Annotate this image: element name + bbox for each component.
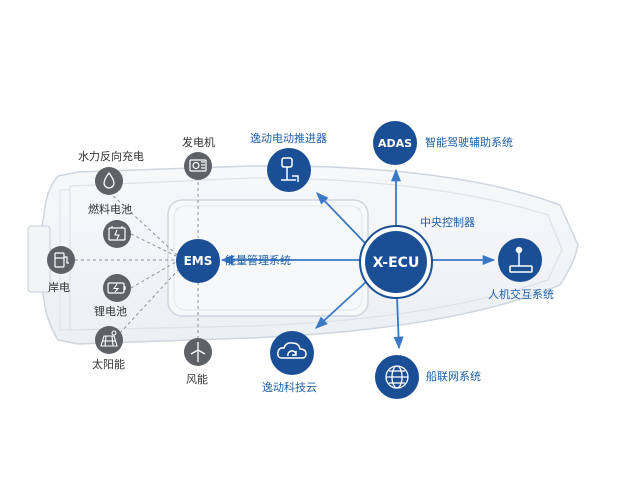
charging-station-icon [54, 252, 69, 268]
iot-label: 船联网系统 [426, 370, 481, 383]
battery-charging-icon [107, 282, 126, 294]
solar-panel-icon [100, 330, 118, 347]
ems-node[interactable]: EMS [176, 239, 220, 283]
xecu-node[interactable]: X-ECU [359, 225, 433, 299]
propeller-label: 逸动电动推进器 [250, 132, 327, 145]
outboard-motor-icon [281, 157, 299, 182]
wind-node[interactable] [184, 338, 212, 366]
hydro-label: 水力反向充电 [78, 150, 144, 163]
shore-power-label: 岸电 [48, 281, 70, 294]
fuel-cell-node[interactable] [103, 220, 131, 248]
ems-dashed-connections [75, 176, 199, 338]
solar-label: 太阳能 [92, 358, 125, 371]
hmi-node[interactable] [498, 238, 542, 282]
xecu-arrows [220, 168, 496, 350]
iot-node[interactable] [375, 355, 419, 399]
lithium-node[interactable] [103, 274, 131, 302]
wind-label: 风能 [186, 373, 208, 386]
wind-turbine-icon [190, 342, 206, 362]
lithium-label: 锂电池 [94, 305, 127, 318]
generator-label: 发电机 [182, 136, 215, 149]
hmi-label: 人机交互系统 [488, 288, 554, 301]
hydro-node[interactable] [95, 167, 123, 195]
generator-icon [189, 159, 207, 172]
propeller-node[interactable] [267, 148, 311, 192]
energy-mgmt-label: 能量管理系统 [225, 254, 291, 267]
central-controller-label: 中央控制器 [420, 216, 475, 229]
fuel-cell-label: 燃料电池 [88, 203, 132, 216]
globe-network-icon [385, 365, 409, 389]
joystick-icon [509, 246, 533, 273]
xecu-label: X-ECU [373, 255, 420, 271]
boat-hull [27, 165, 579, 345]
cloud-sync-icon [277, 342, 307, 359]
adas-node[interactable]: ADAS [373, 121, 417, 165]
ems-label: EMS [184, 254, 213, 268]
shore-power-node[interactable] [47, 246, 75, 274]
adas-system-label: 智能驾驶辅助系统 [425, 136, 513, 149]
solar-node[interactable] [95, 326, 123, 354]
water-drop-icon [103, 171, 115, 189]
generator-node[interactable] [184, 152, 212, 180]
cloud-label: 逸动科技云 [262, 381, 317, 394]
fuel-cell-battery-icon [108, 226, 126, 241]
adas-label: ADAS [378, 137, 412, 150]
cloud-node[interactable] [270, 331, 314, 375]
